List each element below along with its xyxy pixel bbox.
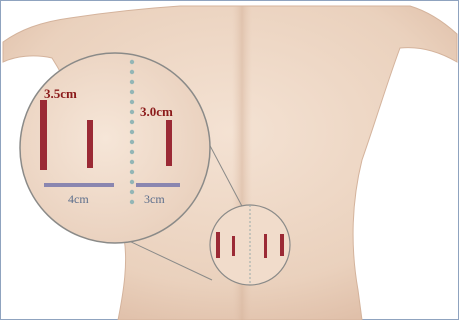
- incision-left-inner: [87, 120, 93, 168]
- incision-small-2: [232, 236, 235, 256]
- incision-left-outer: [40, 100, 47, 170]
- magnified-lens: [20, 53, 210, 243]
- spine-dots: [130, 60, 134, 204]
- incision-small-1: [216, 232, 220, 258]
- spacing-label-left: 4cm: [68, 192, 89, 206]
- spacing-bar-right: [136, 183, 180, 187]
- incision-length-label-left: 3.5cm: [44, 86, 77, 101]
- incision-right: [166, 120, 172, 166]
- spacing-label-right: 3cm: [144, 192, 165, 206]
- incision-small-3: [264, 234, 267, 258]
- spacing-bar-left: [44, 183, 114, 187]
- incision-small-4: [280, 234, 284, 256]
- incision-length-label-right: 3.0cm: [140, 104, 173, 119]
